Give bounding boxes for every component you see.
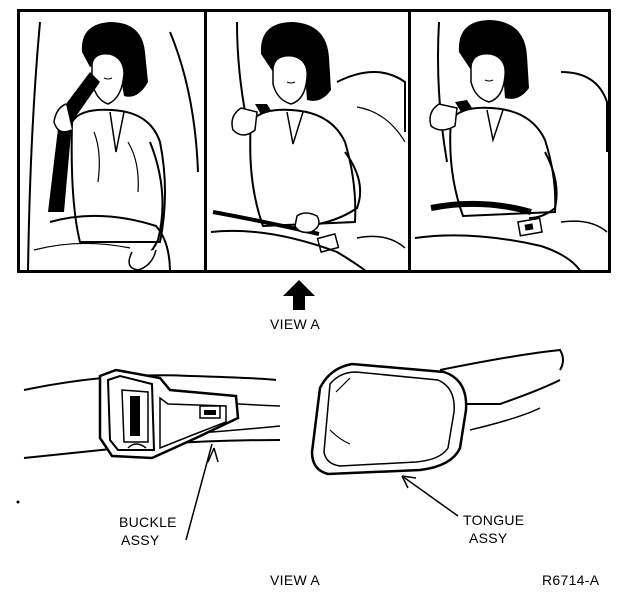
panel-3-illustration [414,20,608,270]
seatbelt-sequence-panels [17,9,611,273]
tongue-assembly-drawing [310,348,564,476]
tongue-pointer-line [401,475,459,517]
buckle-assembly-drawing [23,368,281,460]
buckle-pointer-line [185,443,213,541]
panel-2-crossing-lap [204,12,408,270]
figure-id: R6714-A [542,572,600,588]
view-a-label-bottom: VIEW A [270,572,321,588]
tongue-label-line-2: ASSY [469,530,508,546]
view-a-detail-illustration [16,348,564,541]
panel-1-pulling-belt [20,12,204,270]
panel-2-illustration [210,21,406,270]
panel-1-illustration [27,21,199,270]
panel-3-fastening-buckle [408,12,608,270]
buckle-label-line-2: ASSY [121,532,160,548]
tongue-label-line-1: TONGUE [463,512,525,528]
view-a-label-top: VIEW A [270,316,321,332]
buckle-label-line-1: BUCKLE [119,514,177,530]
view-a-arrow-icon [283,280,315,310]
